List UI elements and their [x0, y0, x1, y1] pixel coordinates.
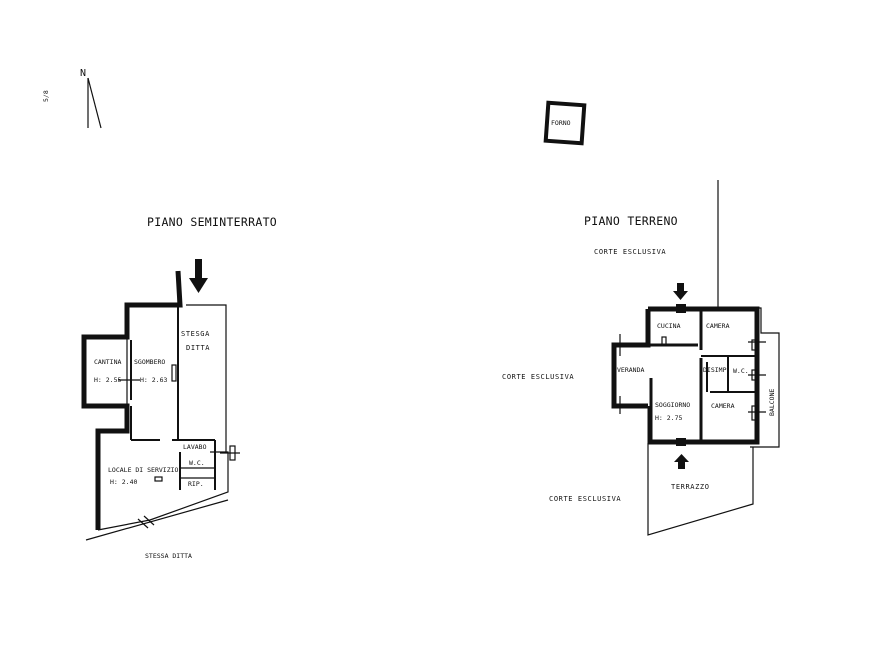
label-sgombero: SGOMBERO — [134, 358, 165, 366]
label-cantina-height: H: 2.55 — [94, 376, 121, 384]
label-rip: RIP. — [188, 480, 204, 488]
label-sgombero-height: H: 2.63 — [140, 376, 167, 384]
basement-outer-wall — [81, 270, 183, 530]
label-soggiorno: SOGGIORNO — [655, 401, 690, 409]
entrance-arrow-icon — [189, 259, 208, 293]
ground-title: PIANO TERRENO — [584, 214, 678, 228]
label-camera-top: CAMERA — [706, 322, 730, 330]
label-cucina: CUCINA — [657, 322, 681, 330]
corte-esclusiva-left: CORTE ESCLUSIVA — [502, 373, 574, 381]
ground-outer-wall — [647, 306, 760, 445]
label-disimp: DISIMP. — [703, 366, 730, 374]
label-terrazzo: TERRAZZO — [671, 483, 710, 491]
corte-esclusiva-bottom: CORTE ESCLUSIVA — [549, 495, 621, 503]
basement-stessa-ditta-top-line1: STESGA — [181, 330, 210, 338]
label-veranda: VERANDA — [617, 366, 644, 374]
label-basement-wc: W.C. — [189, 459, 205, 467]
basement-plan: PIANO SEMINTERRATO STESGA DITTA CAN — [81, 215, 277, 560]
label-cantina: CANTINA — [94, 358, 121, 366]
label-locale-servizio: LOCALE DI SERVIZIO — [108, 466, 179, 474]
ground-floor-plan: FORNO PIANO TERRENO CORTE ESCLUSIVA CORT… — [502, 100, 780, 536]
scale-note: 5/8 — [42, 90, 50, 102]
entrance-arrow-bottom-icon — [674, 454, 689, 469]
basement-stessa-ditta-top-line2: DITTA — [186, 344, 210, 352]
label-balcone: BALCONE — [768, 389, 776, 416]
entrance-arrow-top-icon — [673, 283, 688, 300]
forno-box: FORNO — [543, 100, 587, 146]
basement-title: PIANO SEMINTERRATO — [147, 215, 277, 229]
north-label: N — [80, 68, 87, 79]
label-soggiorno-height: H: 2.75 — [655, 414, 682, 422]
label-forno: FORNO — [551, 119, 571, 127]
north-arrow-icon: N — [80, 68, 102, 129]
corte-esclusiva-top: CORTE ESCLUSIVA — [594, 248, 666, 256]
label-lavabo: LAVABO — [183, 443, 207, 451]
label-camera-bottom: CAMERA — [711, 402, 735, 410]
label-ground-wc: W.C. — [733, 367, 749, 375]
label-locale-height: H: 2.40 — [110, 478, 137, 486]
basement-stessa-ditta-bottom: STESSA DITTA — [145, 552, 192, 560]
